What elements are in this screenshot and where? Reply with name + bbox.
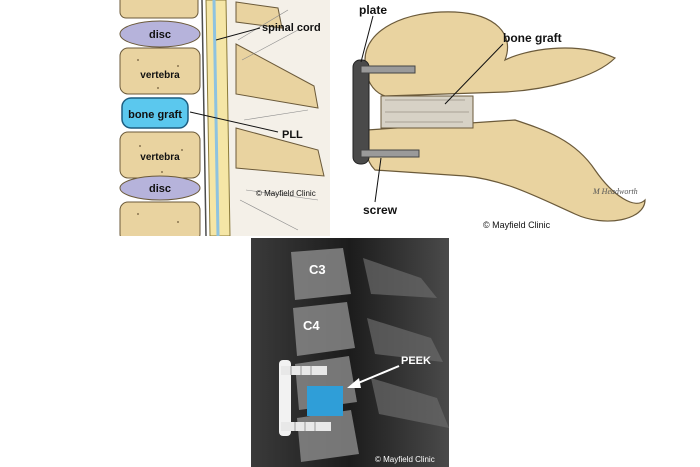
label-plate: plate xyxy=(359,3,387,17)
label-pll: PLL xyxy=(282,129,303,141)
peek-arrow-icon xyxy=(347,365,400,388)
graft-texture xyxy=(385,99,469,123)
anterior-plate xyxy=(352,59,370,165)
spinous-process-3 xyxy=(235,1,283,29)
label-c3: C3 xyxy=(309,262,326,277)
xray-posterior-elements xyxy=(363,258,449,428)
label-bone-graft: bone graft xyxy=(128,109,182,121)
spinous-process-1 xyxy=(235,43,319,109)
spinous-process-2 xyxy=(235,127,325,177)
xray-image: C3 C4 PEEK © Mayfield Clinic xyxy=(251,238,449,467)
bone-graft-leader xyxy=(444,43,504,105)
pll-leader xyxy=(189,111,279,133)
artist-signature: M Headworth xyxy=(592,187,638,196)
ligament-tissue xyxy=(213,0,330,236)
vertebra-top-body xyxy=(119,0,199,19)
disc-bottom-shape xyxy=(119,175,201,201)
upper-vertebra xyxy=(364,11,617,97)
label-screw: screw xyxy=(363,203,398,217)
label-peek: PEEK xyxy=(401,355,431,367)
lower-vertebra xyxy=(364,119,646,222)
vertebra-upper-body xyxy=(119,47,201,95)
copyright-panel1: © Mayfield Clinic xyxy=(256,189,316,198)
peek-implant xyxy=(307,386,343,416)
pll-ligament xyxy=(201,0,207,236)
anterior-fusion-illustration: plate bone graft screw M Headworth © May… xyxy=(345,0,700,236)
label-disc-top: disc xyxy=(149,29,171,41)
screw-leader xyxy=(374,157,382,203)
spinal-cord-leader xyxy=(215,27,261,41)
label-c4: C4 xyxy=(303,318,320,333)
copyright-panel2: © Mayfield Clinic xyxy=(483,220,551,230)
label-vertebra-bottom: vertebra xyxy=(140,152,180,163)
label-vertebra-top: vertebra xyxy=(140,70,180,81)
copyright-panel3: © Mayfield Clinic xyxy=(375,455,435,464)
bone-texture xyxy=(137,59,183,223)
disc-top-shape xyxy=(119,20,201,48)
sagittal-spine-diagram: disc vertebra bone graft vertebra disc s… xyxy=(118,0,330,236)
plate-leader xyxy=(360,15,374,63)
label-disc-bottom: disc xyxy=(149,183,171,195)
bone-graft-shape xyxy=(121,97,189,129)
label-spinal-cord: spinal cord xyxy=(262,22,321,34)
fiber-lines xyxy=(237,9,319,231)
label-bone-graft-3d: bone graft xyxy=(503,31,562,45)
xray-plate-screws xyxy=(279,360,331,436)
screws xyxy=(360,65,420,158)
vertebra-bottom-body xyxy=(119,201,201,236)
